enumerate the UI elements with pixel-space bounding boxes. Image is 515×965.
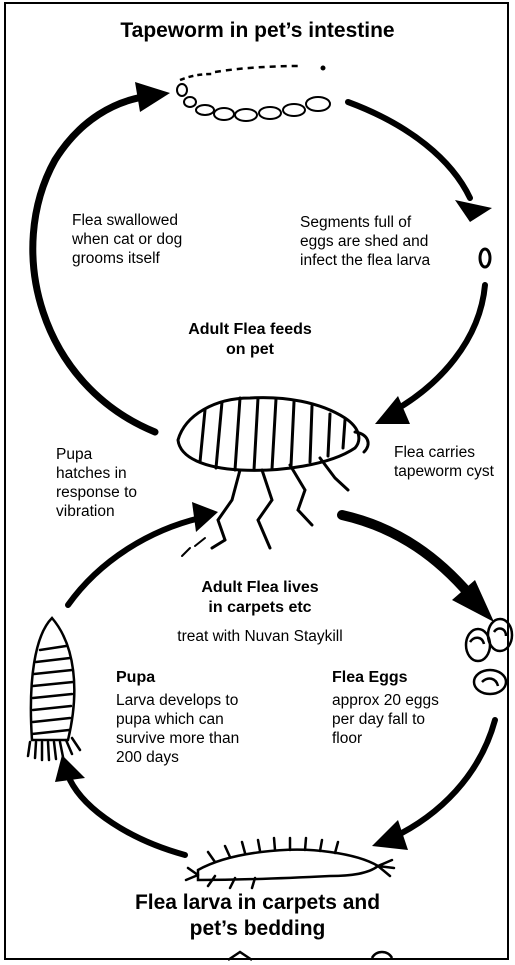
- flea-larva-icon: [186, 838, 394, 888]
- label-adult-flea-feeds: Adult Flea feeds on pet: [150, 320, 350, 359]
- label-pupa-hatches: Pupa hatches in response to vibration: [56, 446, 176, 522]
- arrow-segment-to-flea: [375, 285, 485, 424]
- pupa-icon: [28, 618, 80, 760]
- title-flea-larva: Flea larva in carpets and pet’s bedding: [0, 890, 515, 941]
- pupa-heading: Pupa: [116, 668, 266, 688]
- label-segments-shed: Segments full of eggs are shed and infec…: [300, 214, 490, 271]
- title-tapeworm-in-intestine: Tapeworm in pet’s intestine: [0, 18, 515, 44]
- label-flea-swallowed: Flea swallowed when cat or dog grooms it…: [72, 212, 242, 269]
- bottom-marks: [228, 952, 392, 960]
- arrow-larva-to-pupa: [55, 755, 185, 855]
- arrow-tapeworm-to-segment: [348, 102, 492, 222]
- tapeworm-icon: [177, 66, 330, 121]
- flea-eggs-icon: [466, 619, 512, 694]
- eggs-heading: Flea Eggs: [332, 668, 472, 688]
- adult-flea-icon: [178, 398, 368, 556]
- eggs-description: approx 20 eggs per day fall to floor: [332, 692, 472, 749]
- label-treat: treat with Nuvan Staykill: [120, 628, 400, 647]
- label-flea-carries-cyst: Flea carries tapeworm cyst: [394, 444, 506, 482]
- label-adult-flea-lives: Adult Flea lives in carpets etc: [150, 578, 370, 617]
- pupa-description: Larva develops to pupa which can survive…: [116, 692, 286, 768]
